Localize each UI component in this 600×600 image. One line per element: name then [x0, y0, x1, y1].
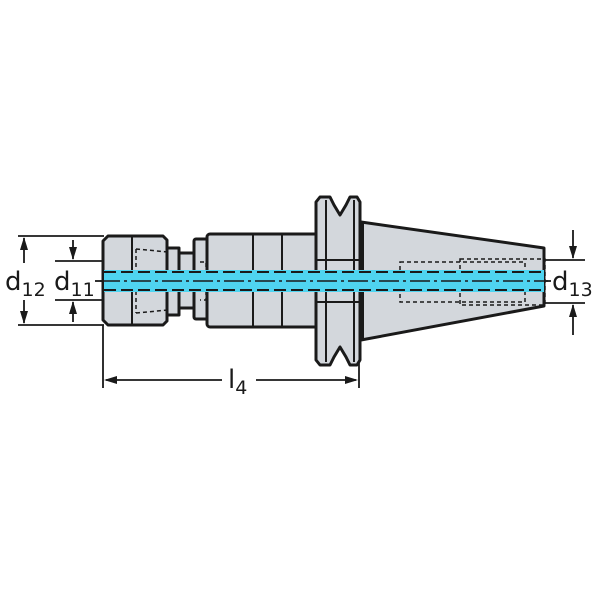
- label-l4: l4: [228, 365, 247, 399]
- label-d12: d12: [5, 267, 46, 301]
- label-d11: d11: [54, 267, 95, 301]
- label-d13: d13: [552, 267, 593, 301]
- arrowheads: [20, 237, 577, 384]
